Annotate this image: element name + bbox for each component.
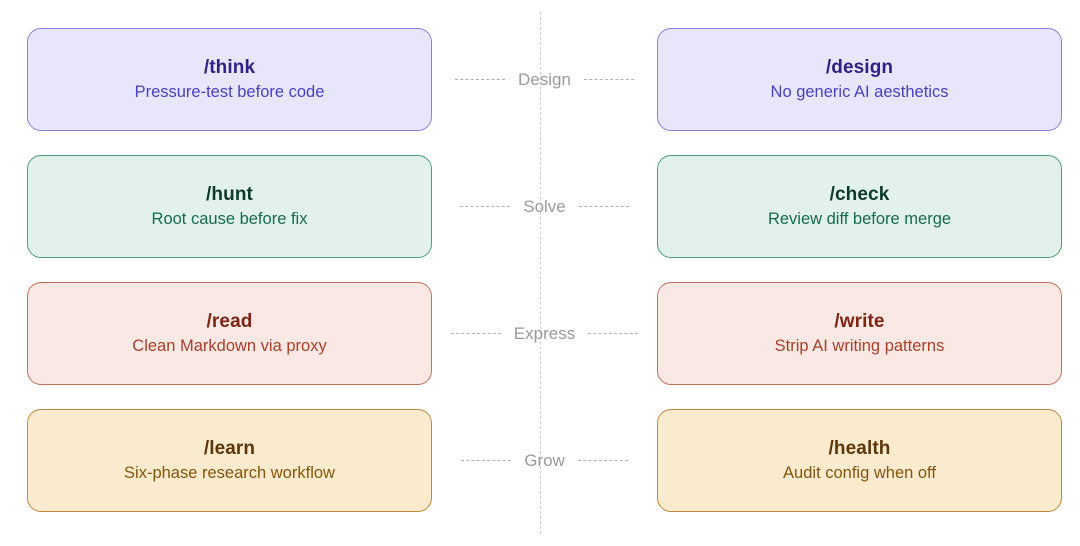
card-subtitle: No generic AI aesthetics bbox=[770, 82, 949, 101]
connector-dash-left bbox=[455, 79, 506, 80]
card-subtitle: Six-phase research workflow bbox=[124, 463, 335, 482]
card-health[interactable]: /health Audit config when off bbox=[657, 409, 1062, 512]
stage-label-express: Express bbox=[513, 324, 576, 343]
connector-grow: Grow bbox=[432, 409, 657, 512]
connector-dash-left bbox=[461, 460, 512, 461]
connector-solve: Solve bbox=[432, 155, 657, 258]
card-design[interactable]: /design No generic AI aesthetics bbox=[657, 28, 1062, 131]
connector-dash-right bbox=[578, 206, 629, 207]
diagram-row-grow: /learn Six-phase research workflow Grow … bbox=[0, 409, 1080, 512]
card-subtitle: Strip AI writing patterns bbox=[774, 336, 945, 355]
connector-dash-left bbox=[450, 333, 501, 334]
card-subtitle: Clean Markdown via proxy bbox=[132, 336, 327, 355]
card-check[interactable]: /check Review diff before merge bbox=[657, 155, 1062, 258]
card-subtitle: Root cause before fix bbox=[151, 209, 308, 228]
stage-label-design: Design bbox=[518, 70, 571, 89]
card-subtitle: Audit config when off bbox=[783, 463, 936, 482]
diagram-row-express: /read Clean Markdown via proxy Express /… bbox=[0, 282, 1080, 385]
center-spine-dashed-line bbox=[540, 12, 541, 534]
stage-label-grow: Grow bbox=[524, 451, 565, 470]
card-write[interactable]: /write Strip AI writing patterns bbox=[657, 282, 1062, 385]
card-title: /health bbox=[828, 437, 891, 459]
card-title: /design bbox=[825, 56, 894, 78]
connector-dash-right bbox=[577, 460, 628, 461]
card-read[interactable]: /read Clean Markdown via proxy bbox=[27, 282, 432, 385]
diagram-row-solve: /hunt Root cause before fix Solve /check… bbox=[0, 155, 1080, 258]
card-think[interactable]: /think Pressure-test before code bbox=[27, 28, 432, 131]
connector-dash-right bbox=[588, 333, 639, 334]
card-title: /hunt bbox=[206, 183, 253, 205]
card-learn[interactable]: /learn Six-phase research workflow bbox=[27, 409, 432, 512]
connector-dash-right bbox=[583, 79, 634, 80]
card-title: /think bbox=[203, 56, 256, 78]
connector-express: Express bbox=[432, 282, 657, 385]
diagram-row-design: /think Pressure-test before code Design … bbox=[0, 28, 1080, 131]
card-title: /read bbox=[206, 310, 253, 332]
stage-label-solve: Solve bbox=[523, 197, 566, 216]
card-title: /write bbox=[834, 310, 885, 332]
card-subtitle: Pressure-test before code bbox=[134, 82, 325, 101]
connector-dash-left bbox=[460, 206, 511, 207]
card-subtitle: Review diff before merge bbox=[767, 209, 952, 228]
card-title: /learn bbox=[203, 437, 256, 459]
connector-design: Design bbox=[432, 28, 657, 131]
card-hunt[interactable]: /hunt Root cause before fix bbox=[27, 155, 432, 258]
card-title: /check bbox=[829, 183, 890, 205]
